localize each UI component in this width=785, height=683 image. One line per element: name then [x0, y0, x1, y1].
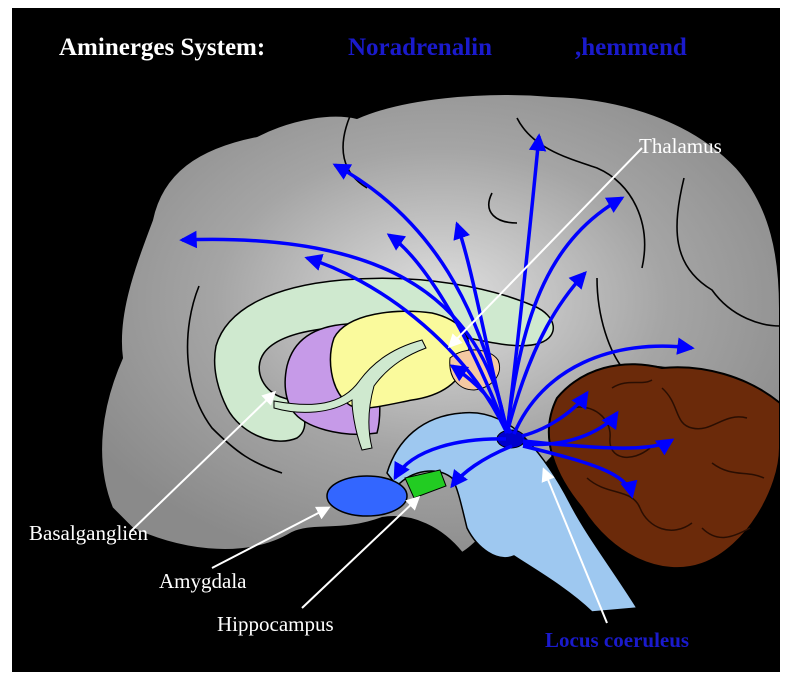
neurotransmitter-name: Noradrenalin: [348, 35, 492, 60]
diagram-frame: Aminerges System: Noradrenalin ,hemmend …: [12, 8, 780, 672]
amygdala-shape: [327, 476, 407, 516]
effect-label: ,hemmend: [575, 35, 687, 60]
label-basal-ganglia: Basalganglien: [29, 523, 148, 544]
brain-diagram: [12, 8, 780, 672]
label-amygdala: Amygdala: [159, 571, 246, 592]
label-locus-coeruleus: Locus coeruleus: [545, 630, 689, 651]
diagram-title: Aminerges System:: [59, 35, 265, 60]
label-hippocampus: Hippocampus: [217, 614, 334, 635]
label-thalamus: Thalamus: [639, 136, 722, 157]
